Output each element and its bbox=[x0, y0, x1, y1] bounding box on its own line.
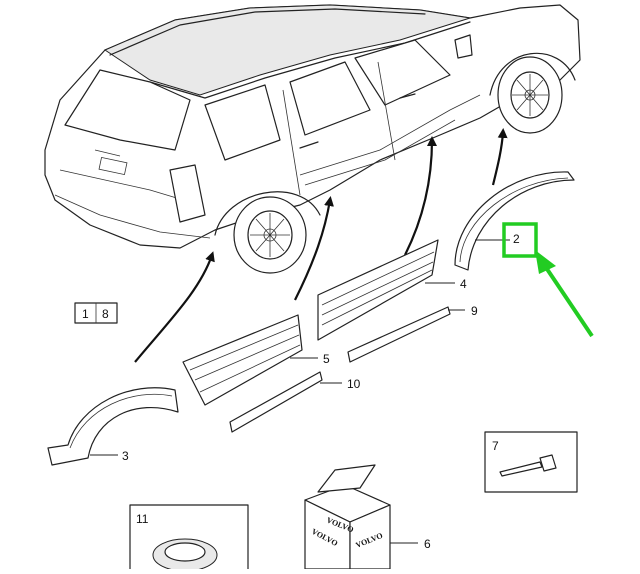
highlight-box bbox=[502, 222, 538, 258]
callout-10: 10 bbox=[347, 377, 361, 391]
callout-11: 11 bbox=[136, 512, 149, 526]
callout-2: 2 bbox=[513, 232, 520, 246]
callout-9: 9 bbox=[471, 304, 478, 318]
part-5-rear-door-moulding bbox=[182, 314, 318, 406]
callout-6: 6 bbox=[424, 537, 431, 551]
part-6-volvo-box bbox=[304, 464, 418, 570]
part-10-rear-lower-strip bbox=[229, 371, 342, 433]
highlight-annotation bbox=[502, 222, 594, 338]
assembly-arrows bbox=[134, 128, 508, 363]
green-arrow-shaft bbox=[543, 264, 594, 338]
part-2-front-arch-moulding bbox=[454, 171, 575, 271]
part-11-tape-box bbox=[129, 504, 249, 572]
callout-4: 4 bbox=[460, 277, 467, 291]
car-illustration bbox=[44, 4, 581, 274]
callout-7: 7 bbox=[492, 439, 499, 453]
callout-labels: 1 8 2 3 4 5 6 7 9 10 11 bbox=[74, 232, 520, 551]
callout-1: 1 bbox=[82, 307, 89, 321]
part-4-front-door-moulding bbox=[317, 239, 455, 341]
callout-5: 5 bbox=[323, 352, 330, 366]
part-3-rear-arch-moulding bbox=[47, 387, 179, 466]
callout-8: 8 bbox=[102, 307, 109, 321]
green-arrow-head-icon bbox=[535, 250, 556, 274]
part-9-front-lower-strip bbox=[347, 306, 465, 363]
callout-3: 3 bbox=[122, 449, 129, 463]
part-7-rivet-box bbox=[484, 431, 578, 493]
